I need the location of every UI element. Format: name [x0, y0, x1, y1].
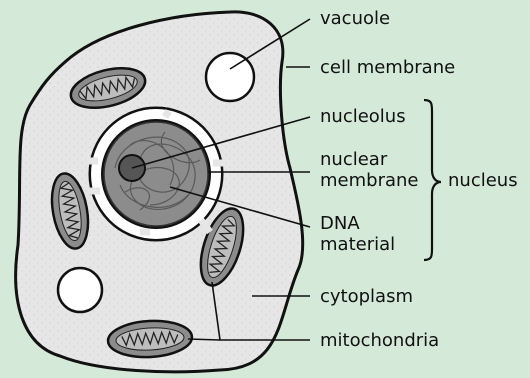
label-cell-membrane: cell membrane [320, 57, 455, 78]
vacuole-bottom [58, 268, 102, 312]
label-nuclear-membrane-line1: nuclear [320, 149, 387, 170]
label-nuclear-membrane-line2: membrane [320, 170, 418, 191]
vacuole-top [206, 53, 254, 101]
label-dna-material-line2: material [320, 234, 395, 255]
nucleus-brace [424, 100, 441, 260]
label-cytoplasm: cytoplasm [320, 286, 413, 307]
label-dna-material-line1: DNA [320, 213, 360, 234]
nucleus [86, 112, 226, 234]
label-mitochondria: mitochondria [320, 330, 439, 351]
label-nucleolus: nucleolus [320, 106, 406, 127]
label-nucleus: nucleus [448, 170, 518, 191]
label-vacuole: vacuole [320, 8, 390, 29]
